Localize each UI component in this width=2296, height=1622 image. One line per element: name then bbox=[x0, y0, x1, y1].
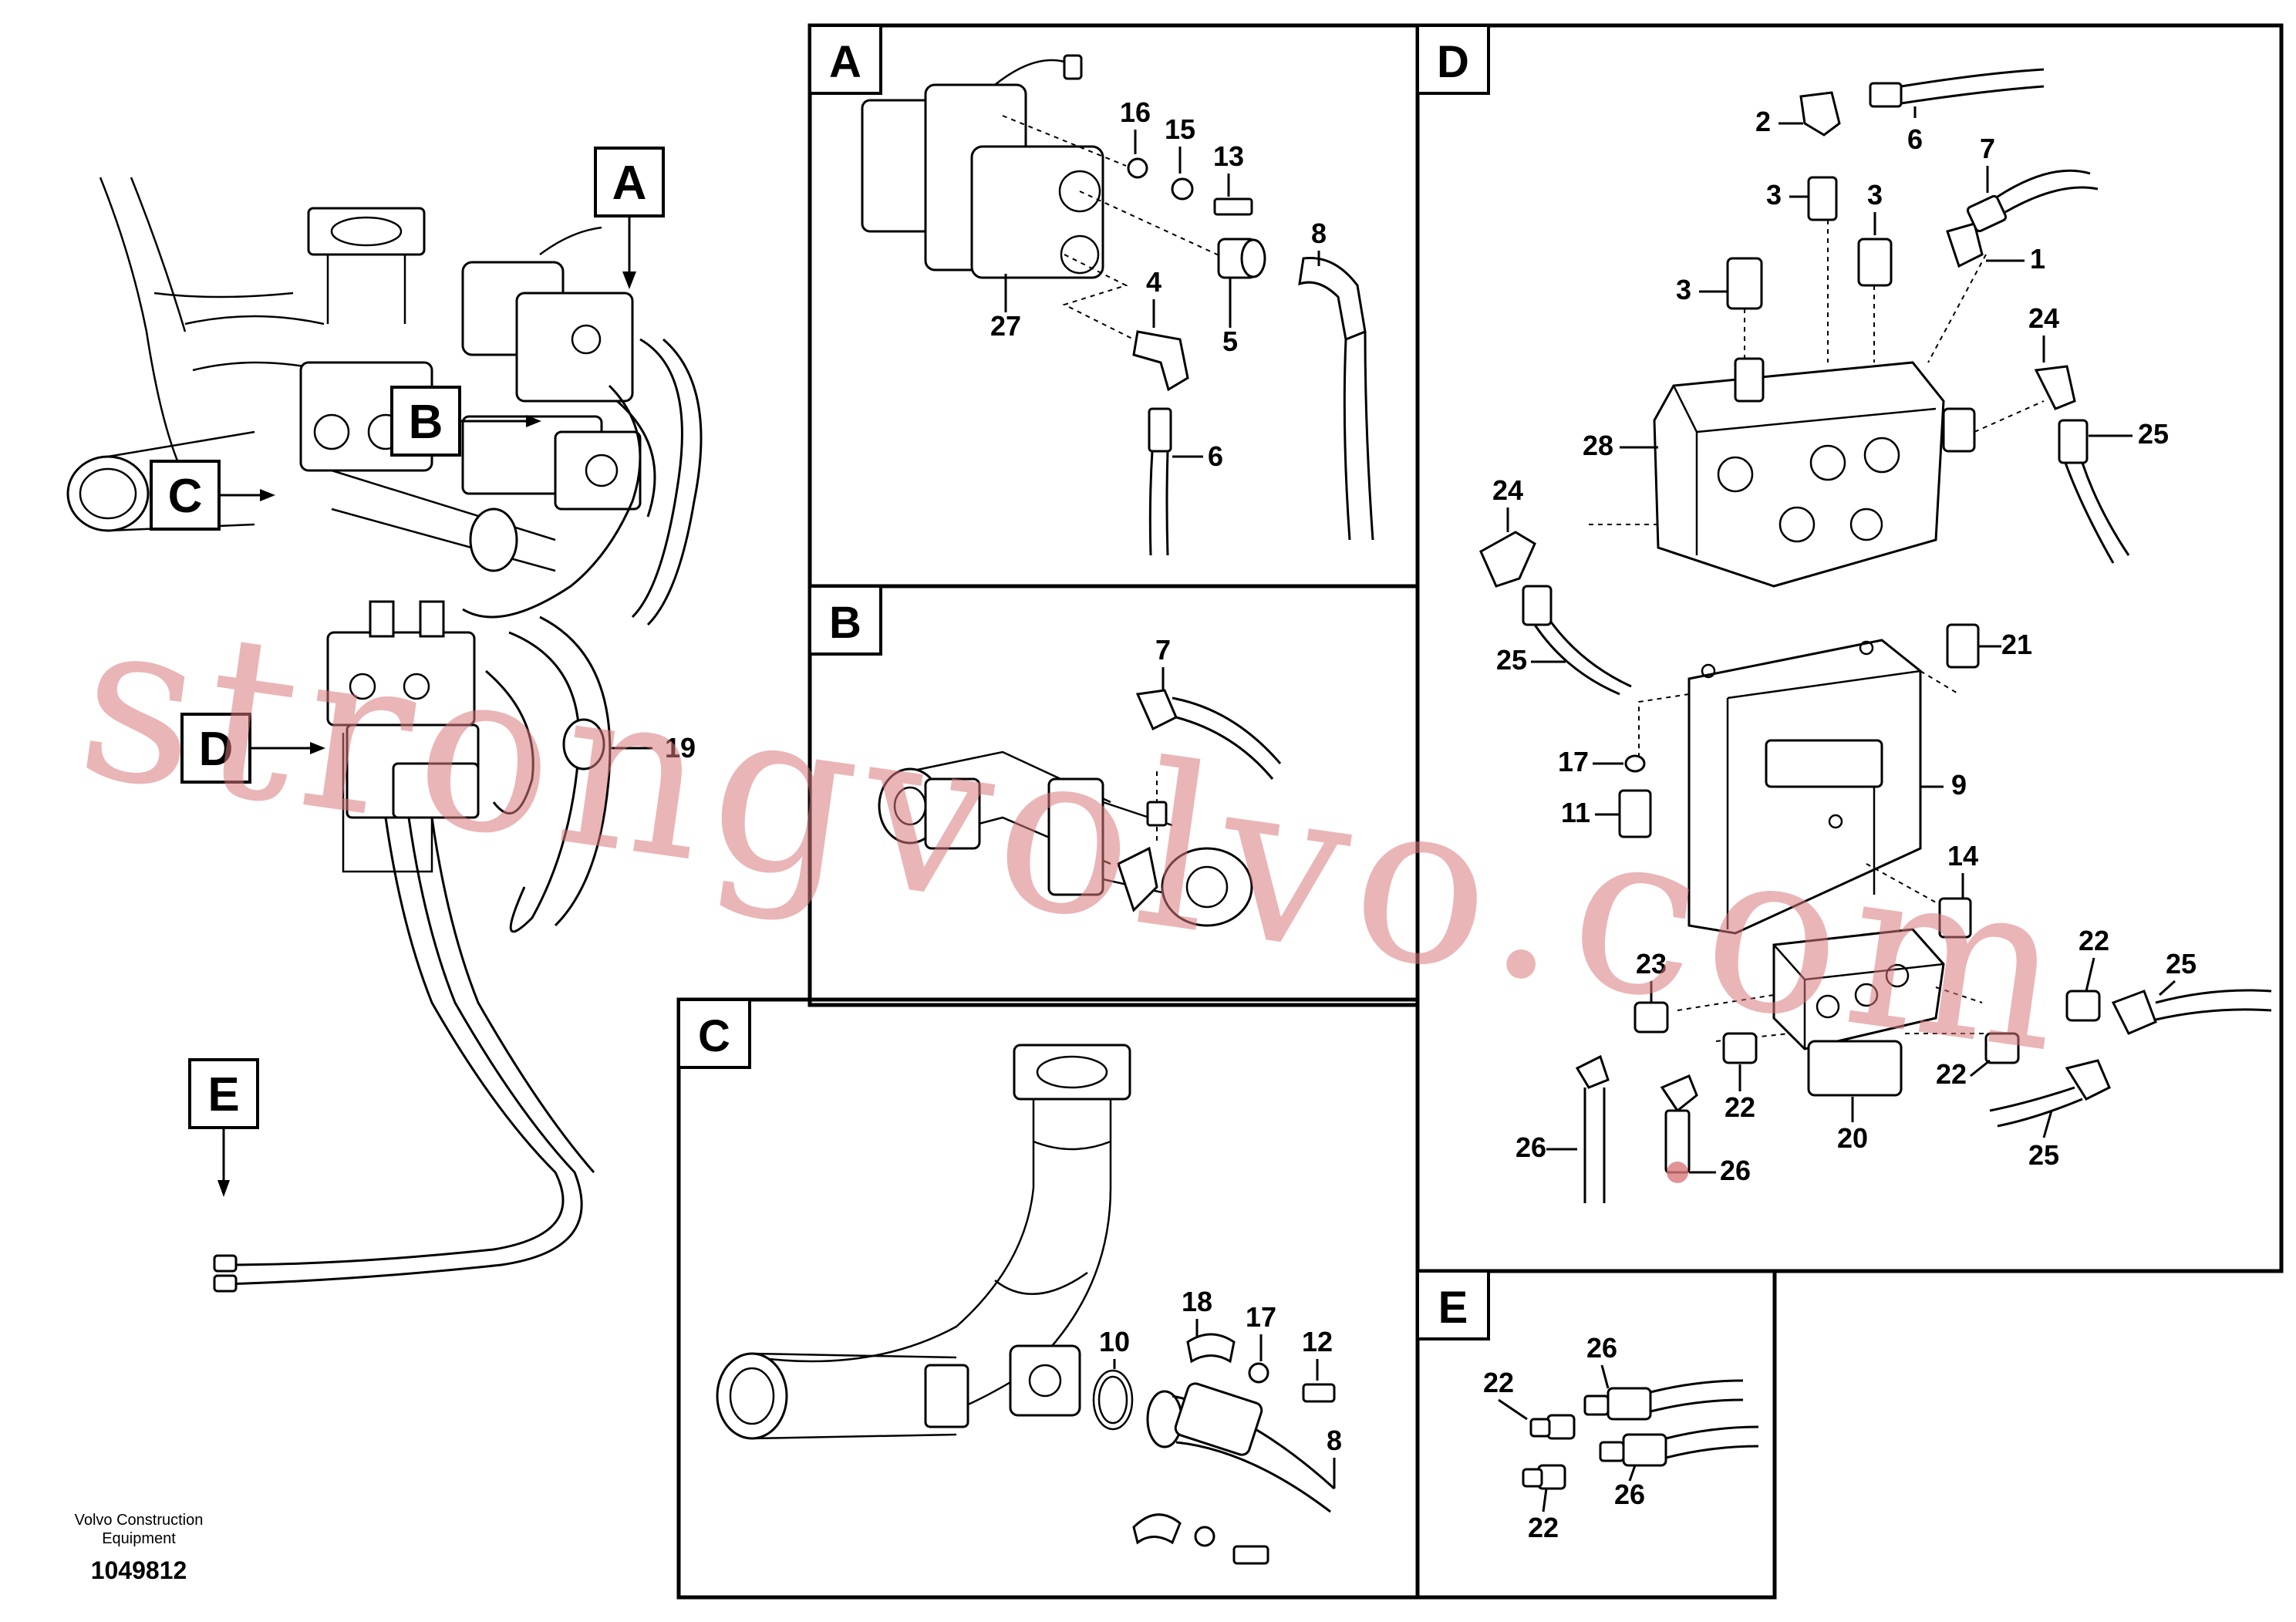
svg-text:C: C bbox=[698, 1011, 730, 1061]
svg-text:5: 5 bbox=[1222, 325, 1238, 357]
svg-text:22: 22 bbox=[1528, 1512, 1559, 1543]
svg-text:7: 7 bbox=[1980, 133, 1995, 164]
panel-d: D bbox=[1415, 23, 2284, 1273]
svg-text:12: 12 bbox=[1302, 1326, 1333, 1357]
svg-text:Equipment: Equipment bbox=[102, 1530, 176, 1547]
svg-text:14: 14 bbox=[1947, 840, 1978, 872]
svg-text:25: 25 bbox=[2028, 1139, 2059, 1171]
panel-e: E 26 22 26 22 bbox=[1415, 1269, 1777, 1600]
svg-text:17: 17 bbox=[1558, 746, 1589, 777]
svg-text:17: 17 bbox=[1246, 1301, 1276, 1333]
svg-text:E: E bbox=[207, 1068, 239, 1121]
svg-text:1: 1 bbox=[2030, 243, 2045, 275]
svg-text:13: 13 bbox=[1213, 140, 1244, 172]
footer-brand: Volvo Construction Equipment 1049812 bbox=[75, 1512, 204, 1584]
svg-text:6: 6 bbox=[1208, 440, 1223, 472]
panel-a: A 16 15 13 8 4 5 bbox=[807, 23, 1420, 588]
panel-c: C 18 17 12 10 8 bbox=[676, 997, 1420, 1600]
svg-text:E: E bbox=[1438, 1283, 1468, 1333]
svg-text:11: 11 bbox=[1561, 797, 1590, 828]
svg-text:B: B bbox=[829, 598, 861, 648]
svg-text:15: 15 bbox=[1165, 113, 1195, 145]
overview-assembly bbox=[66, 177, 703, 1293]
svg-text:3: 3 bbox=[1766, 179, 1782, 211]
svg-text:26: 26 bbox=[1614, 1479, 1645, 1510]
svg-text:D: D bbox=[1437, 37, 1469, 87]
callout-box-a: A bbox=[594, 147, 665, 289]
callout-box-c: C bbox=[150, 460, 275, 531]
svg-text:9: 9 bbox=[1951, 769, 1967, 801]
svg-text:21: 21 bbox=[2001, 629, 2032, 660]
svg-text:D: D bbox=[199, 723, 234, 776]
svg-text:10: 10 bbox=[1099, 1326, 1130, 1357]
svg-text:24: 24 bbox=[2028, 302, 2059, 334]
svg-text:6: 6 bbox=[1907, 123, 1923, 155]
svg-text:24: 24 bbox=[1492, 474, 1523, 506]
svg-text:2: 2 bbox=[1755, 106, 1771, 137]
svg-text:C: C bbox=[168, 470, 203, 523]
svg-text:20: 20 bbox=[1837, 1122, 1868, 1154]
svg-text:18: 18 bbox=[1182, 1286, 1212, 1317]
callout-box-d: D bbox=[180, 713, 325, 784]
svg-text:27: 27 bbox=[990, 310, 1021, 342]
svg-text:16: 16 bbox=[1120, 96, 1151, 128]
svg-text:8: 8 bbox=[1327, 1425, 1342, 1456]
callout-19: 19 bbox=[609, 732, 696, 764]
svg-text:25: 25 bbox=[2138, 418, 2169, 450]
svg-text:28: 28 bbox=[1583, 430, 1613, 461]
svg-text:23: 23 bbox=[1636, 948, 1667, 980]
svg-text:Volvo Construction: Volvo Construction bbox=[75, 1512, 204, 1529]
svg-text:4: 4 bbox=[1146, 266, 1161, 298]
svg-text:B: B bbox=[409, 396, 443, 449]
svg-text:26: 26 bbox=[1720, 1155, 1751, 1186]
svg-text:22: 22 bbox=[1936, 1058, 1967, 1090]
watermark: strongvolvo.com bbox=[66, 568, 2087, 1104]
svg-text:25: 25 bbox=[1496, 644, 1527, 676]
svg-text:7: 7 bbox=[1155, 634, 1171, 666]
svg-text:22: 22 bbox=[2079, 925, 2109, 956]
svg-text:26: 26 bbox=[1515, 1131, 1546, 1163]
svg-text:A: A bbox=[612, 157, 647, 210]
svg-text:26: 26 bbox=[1586, 1332, 1617, 1364]
svg-text:22: 22 bbox=[1725, 1091, 1755, 1123]
svg-text:A: A bbox=[829, 37, 861, 87]
callout-box-b: B bbox=[390, 386, 541, 457]
svg-text:3: 3 bbox=[1867, 179, 1883, 211]
svg-text:22: 22 bbox=[1483, 1367, 1514, 1398]
drawing-number: 1049812 bbox=[91, 1556, 187, 1584]
callout-box-e: E bbox=[188, 1058, 259, 1197]
svg-text:25: 25 bbox=[2166, 948, 2197, 980]
svg-text:19: 19 bbox=[665, 732, 696, 764]
svg-text:8: 8 bbox=[1311, 218, 1327, 249]
svg-text:3: 3 bbox=[1676, 274, 1691, 305]
